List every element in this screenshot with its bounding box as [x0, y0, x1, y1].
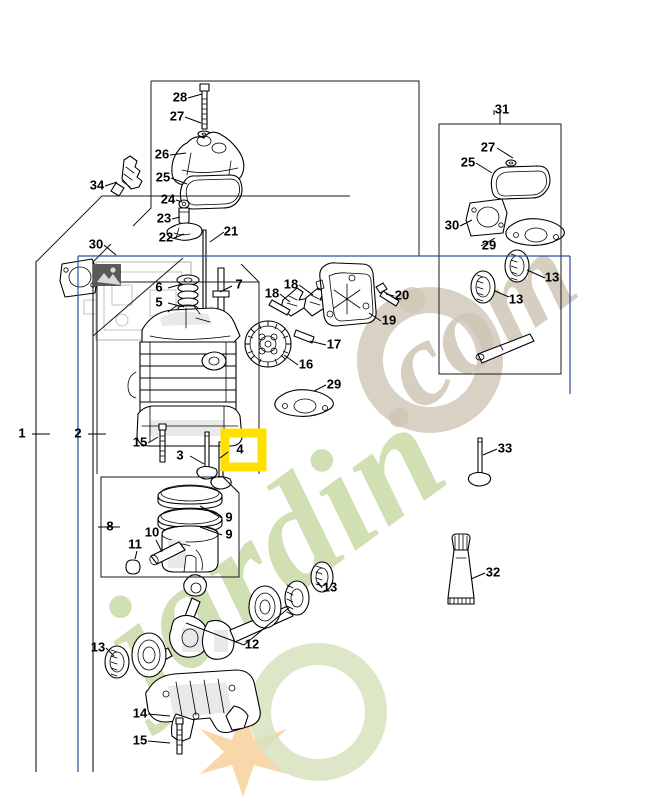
callout-32: 32	[486, 564, 500, 579]
callout-30b: 30	[445, 217, 459, 232]
callout-13c: 13	[545, 269, 559, 284]
part-cylinder-bolt	[158, 423, 167, 463]
callout-18a: 18	[265, 285, 279, 300]
part-sealant-tube	[447, 533, 475, 605]
callout-24: 24	[161, 191, 176, 206]
part-camshaft-gear	[244, 320, 292, 368]
box-piston-kit	[100, 476, 240, 578]
callout-9a: 9	[225, 509, 232, 524]
callout-33: 33	[498, 440, 512, 455]
box-piston-kit-corner	[222, 476, 240, 494]
callout-3: 3	[176, 447, 183, 462]
callout-21: 21	[224, 223, 238, 238]
part-valve-chamber-cover	[315, 262, 377, 327]
callout-29a: 29	[327, 376, 341, 391]
callout-18b: 18	[284, 276, 298, 291]
part-gasket-kit-insulator	[465, 198, 508, 237]
part-spark-plug	[110, 155, 143, 197]
callout-5: 5	[155, 294, 162, 309]
part-valve-cover-gasket-left	[179, 174, 243, 210]
callout-31: 31	[495, 101, 509, 116]
callout-10: 10	[145, 524, 159, 539]
part-crankcase-bolt	[175, 717, 184, 755]
part-crankcase-cover	[145, 669, 261, 743]
callout-13b: 13	[323, 579, 337, 594]
callout-14: 14	[133, 705, 148, 720]
group-box-blue	[77, 255, 571, 772]
part-kit-bearing-lower	[470, 270, 496, 304]
box-cylinder-corner	[240, 263, 260, 283]
callout-22: 22	[159, 229, 173, 244]
callout-28: 28	[173, 89, 187, 104]
callout-9b: 9	[225, 526, 232, 541]
callout-27a: 27	[170, 108, 184, 123]
leader-lines	[32, 93, 546, 744]
callout-12: 12	[245, 636, 259, 651]
callout-11: 11	[128, 536, 142, 551]
part-cover-bolt-long	[199, 83, 210, 130]
part-gear-small	[284, 580, 310, 616]
part-circlip	[125, 559, 141, 575]
callout-25b: 25	[461, 154, 475, 169]
part-cover-bolt	[375, 282, 400, 307]
callout-23: 23	[157, 210, 171, 225]
part-gasket-kit-washer	[505, 159, 517, 167]
part-intake-gasket-left	[274, 389, 334, 417]
callout-15b: 15	[133, 732, 147, 747]
part-piston-pin	[149, 541, 186, 566]
part-gasket-kit-intake-gasket	[505, 218, 565, 246]
callout-6: 6	[155, 279, 162, 294]
part-valve-cover	[171, 131, 245, 186]
watermark-star	[200, 707, 287, 797]
callout-19: 19	[382, 312, 396, 327]
callout-2: 2	[74, 425, 81, 440]
callout-numbers: 1 2 3 4 5 6 7 8 9 9 10 11 12 13 13 13 13…	[18, 89, 559, 747]
box-valve-cover	[151, 80, 420, 256]
callout-15a: 15	[133, 434, 147, 449]
part-kit-dipstick	[475, 333, 535, 364]
part-breather-plate	[166, 222, 203, 241]
part-gasket-kit-cover-gasket	[490, 165, 551, 200]
callout-25a: 25	[156, 169, 170, 184]
callout-7: 7	[235, 276, 242, 291]
callout-13d: 13	[509, 291, 523, 306]
part-rocker-pins	[268, 299, 315, 344]
callout-26: 26	[155, 146, 169, 161]
group-bracket-2	[92, 243, 184, 337]
callout-29b: 29	[482, 237, 496, 252]
callout-1: 1	[18, 425, 25, 440]
callout-8: 8	[106, 518, 113, 533]
callout-13a: 13	[91, 639, 105, 654]
part-kit-bearing-upper	[504, 249, 530, 283]
part-valve-single	[467, 437, 492, 487]
callout-17: 17	[327, 336, 341, 351]
part-bearing-left-outer	[104, 645, 130, 679]
callout-4: 4	[236, 441, 244, 456]
part-bearing-left-inner	[131, 632, 167, 678]
part-bearing-right-outer	[310, 561, 334, 593]
callout-34: 34	[90, 177, 105, 192]
highlight-box-part-4[interactable]	[220, 428, 267, 472]
callout-20: 20	[395, 287, 409, 302]
broken-image-icon	[93, 264, 121, 286]
box-valve-cover-left	[132, 81, 152, 227]
part-bearing-right-inner	[248, 585, 282, 629]
callout-30a: 30	[89, 236, 103, 251]
part-insulator-gasket-left	[59, 258, 99, 298]
callout-16: 16	[299, 356, 313, 371]
callout-27b: 27	[481, 139, 495, 154]
